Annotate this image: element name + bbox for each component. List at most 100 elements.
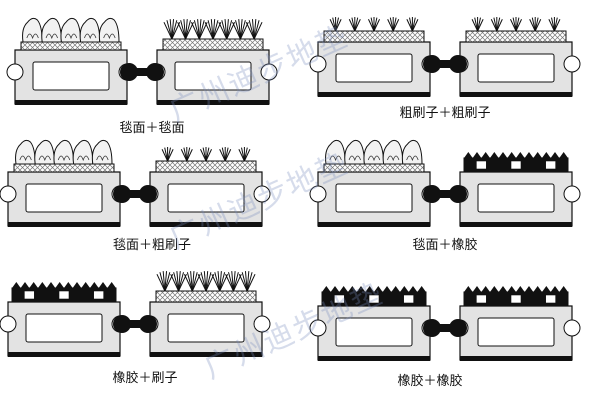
profile-chamber xyxy=(25,313,103,343)
bristle xyxy=(232,271,236,292)
bristle xyxy=(246,271,250,292)
bristle xyxy=(411,17,416,32)
bristle xyxy=(373,17,378,32)
bristle xyxy=(190,21,200,40)
bristle xyxy=(219,272,226,292)
felt-curl xyxy=(45,33,58,40)
bristle xyxy=(244,271,248,292)
bristle xyxy=(200,272,207,292)
felt-curl xyxy=(367,155,381,162)
base-strip xyxy=(318,222,430,227)
rubber-drain-hole xyxy=(58,290,70,300)
bristle xyxy=(248,20,255,40)
rubber-teeth xyxy=(12,282,116,288)
bristle xyxy=(212,19,216,40)
bristle xyxy=(183,19,187,40)
bristle xyxy=(238,19,241,40)
panel-felt-rubber xyxy=(309,139,581,227)
bristle xyxy=(171,20,178,40)
rubber-drain-hole xyxy=(545,160,556,170)
profile-chamber xyxy=(167,313,245,343)
caption-felt-felt: 毯面＋毯面 xyxy=(119,121,185,136)
bristle xyxy=(218,21,228,40)
bristle xyxy=(373,19,380,32)
base-strip xyxy=(460,356,572,361)
felt-curl xyxy=(103,33,116,40)
side-slot xyxy=(309,55,327,73)
profile-chamber xyxy=(25,183,103,213)
bristle xyxy=(173,272,180,292)
profile-chamber xyxy=(174,61,252,91)
bristle xyxy=(166,20,173,40)
profile-chamber xyxy=(477,183,555,213)
bristle xyxy=(197,19,200,40)
side-slot xyxy=(563,185,581,203)
base-strip xyxy=(460,222,572,227)
bristle xyxy=(180,20,187,40)
bristle xyxy=(335,19,342,32)
bristle xyxy=(159,272,166,292)
bristle xyxy=(198,19,202,40)
bristle xyxy=(198,20,205,40)
felt-base-mesh xyxy=(20,41,122,51)
bristle xyxy=(221,20,228,40)
felt-base-mesh xyxy=(13,163,115,173)
rubber-drain-hole xyxy=(93,290,104,300)
bristle xyxy=(167,147,171,162)
side-slot xyxy=(0,315,17,333)
felt-curl xyxy=(64,33,78,40)
connector-bar xyxy=(432,60,458,68)
bristle xyxy=(162,271,166,292)
bristle xyxy=(185,20,191,40)
caption-felt-rubber: 毯面＋橡胶 xyxy=(412,238,478,253)
bristle xyxy=(167,149,174,162)
felt-curl xyxy=(406,155,419,162)
caption-brush-brush: 粗刷子＋粗刷子 xyxy=(399,106,491,121)
bristle xyxy=(185,19,188,40)
bristle xyxy=(224,19,228,40)
rubber-teeth xyxy=(322,286,426,292)
side-slot xyxy=(563,55,581,73)
bristle xyxy=(217,271,221,292)
connector-knob xyxy=(449,319,467,337)
side-slot xyxy=(6,63,24,81)
rubber-teeth xyxy=(464,286,568,292)
side-slot xyxy=(253,315,271,333)
bristle xyxy=(232,21,241,40)
bristle xyxy=(186,147,191,162)
base-strip xyxy=(318,356,430,361)
felt-curl xyxy=(57,155,71,162)
bristle xyxy=(186,272,193,292)
bristle xyxy=(191,272,198,292)
bristle xyxy=(534,19,542,32)
bristle xyxy=(239,20,246,40)
bristle xyxy=(251,19,255,40)
side-slot xyxy=(260,63,278,81)
bristle xyxy=(211,273,221,292)
profile-chamber xyxy=(335,183,413,213)
connector-knob xyxy=(449,185,467,203)
base-strip xyxy=(15,100,127,105)
bristle xyxy=(477,17,481,32)
connector-knob xyxy=(139,315,157,333)
felt-curl xyxy=(19,155,32,162)
bristle xyxy=(156,273,166,292)
bristle xyxy=(253,21,263,40)
rubber-teeth xyxy=(464,152,568,158)
bristle xyxy=(205,149,212,162)
bristle xyxy=(496,19,503,32)
bristle xyxy=(231,271,234,292)
caption-rubber-rubber: 橡胶＋橡胶 xyxy=(397,374,463,389)
bristle xyxy=(335,17,339,32)
side-slot xyxy=(309,185,327,203)
bristle xyxy=(224,149,232,162)
brush-base-mesh xyxy=(162,38,264,51)
bristle xyxy=(228,272,234,292)
bristle xyxy=(534,17,539,32)
bristle xyxy=(226,20,233,40)
bristle xyxy=(170,273,180,292)
bristle xyxy=(238,273,248,292)
bristle xyxy=(169,19,173,40)
connector-knob xyxy=(449,55,467,73)
bristle xyxy=(205,272,212,292)
